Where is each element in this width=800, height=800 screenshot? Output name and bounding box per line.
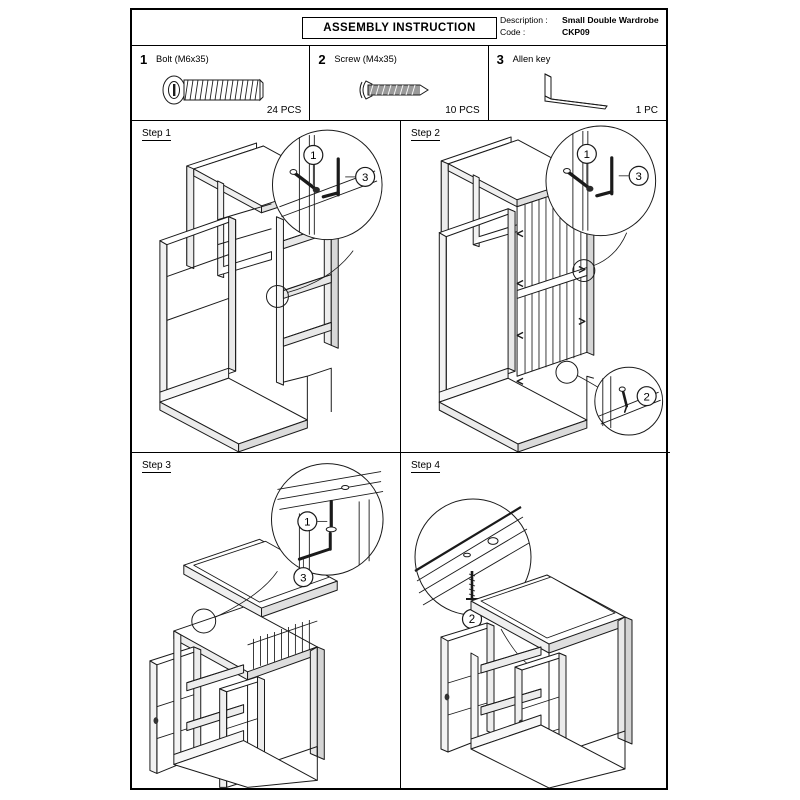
step-3-illustration: 1 3: [149, 463, 384, 788]
part-number: 1: [140, 52, 148, 67]
description-label: Description :: [500, 15, 548, 25]
part-item-screw: 2 Screw (M4x35) 10 PCS: [310, 46, 489, 120]
callout-mark: 1: [584, 149, 590, 161]
part-name: Screw (M4x35): [334, 54, 397, 64]
callout-mark: 3: [300, 572, 306, 584]
part-number: 2: [318, 52, 326, 67]
part-name: Allen key: [512, 54, 551, 64]
document-title: ASSEMBLY INSTRUCTION: [323, 22, 476, 34]
callout-mark: 1: [304, 517, 310, 529]
part-item-bolt: 1 Bolt (M6x35) 24 PCS: [132, 46, 311, 120]
parts-list: 1 Bolt (M6x35) 24 PCS: [132, 46, 666, 121]
step-1-illustration: 1 3: [159, 129, 383, 452]
part-name: Bolt (M6x35): [156, 54, 209, 64]
callout-detail-1: [270, 463, 384, 576]
code-value: CKP09: [562, 27, 590, 38]
step-label: Step 3: [142, 460, 171, 473]
step-label: Step 4: [411, 460, 440, 473]
step-label: Step 1: [142, 128, 171, 141]
callout-mark: 1: [310, 150, 316, 162]
part-quantity: 1 PC: [635, 105, 658, 116]
allen-key-icon: [489, 68, 666, 112]
part-number: 3: [496, 52, 504, 67]
callout-mark: 3: [636, 171, 642, 183]
part-item-allen-key: 3 Allen key 1 PC: [489, 46, 666, 120]
bolt-icon: [132, 68, 309, 112]
steps-grid: Step 1: [132, 121, 670, 788]
callout-detail-1: [545, 125, 657, 237]
callout-detail-1: [271, 129, 383, 241]
step-cell-3: Step 3: [132, 453, 401, 788]
callout-marks-1: 1 3: [576, 143, 649, 186]
sheet-border: ASSEMBLY INSTRUCTION Description : Small…: [130, 8, 670, 790]
part-quantity: 24 PCS: [266, 105, 302, 116]
code-label: Code :: [500, 27, 526, 38]
callout-mark: 2: [643, 391, 649, 403]
step-4-illustration: 2: [414, 498, 633, 788]
step-label: Step 2: [411, 128, 440, 141]
part-quantity: 10 PCS: [445, 105, 480, 116]
description-value: Small Double Wardrobe: [562, 15, 659, 25]
callout-marks-1: 1 3: [303, 144, 376, 187]
step-cell-1: Step 1: [132, 121, 401, 453]
callout-mark: 2: [469, 614, 475, 626]
header-row: ASSEMBLY INSTRUCTION Description : Small…: [132, 10, 666, 46]
code-row: Code : CKP09: [500, 26, 790, 38]
step-2-illustration: 1 3 2: [438, 125, 664, 452]
callout-mark: 3: [362, 172, 368, 184]
step-cell-2: Step 2: [401, 121, 670, 453]
description-row: Description : Small Double Wardrobe: [500, 14, 790, 26]
description-block: Description : Small Double Wardrobe Code…: [500, 14, 790, 39]
callout-marks-1: 1 3: [293, 511, 318, 588]
callout-marks-2: 2: [636, 386, 657, 407]
callout-detail-1: [414, 498, 532, 616]
document-title-box: ASSEMBLY INSTRUCTION: [302, 17, 497, 39]
screw-icon: [310, 68, 487, 112]
step-cell-4: Step 4: [401, 453, 670, 788]
